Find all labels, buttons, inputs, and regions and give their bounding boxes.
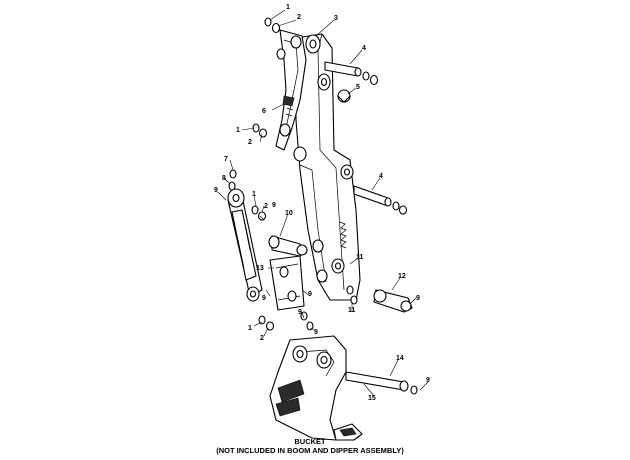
callout-5: 5 — [356, 84, 360, 91]
callout-15: 15 — [368, 395, 376, 402]
boom-section — [275, 29, 307, 151]
bucket-caption: BUCKET (NOT INCLUDED IN BOOM AND DIPPER … — [150, 437, 470, 455]
leader-lines — [217, 9, 429, 397]
pin-middle — [353, 185, 408, 215]
callout-9f: 9 — [298, 309, 302, 316]
callout-7: 7 — [224, 156, 228, 163]
callout-1b: 1 — [236, 127, 240, 134]
callout-9b: 9 — [272, 202, 276, 209]
callout-11b: 11 — [348, 307, 356, 314]
callout-1: 1 — [286, 4, 290, 11]
callout-9c: 9 — [416, 295, 420, 302]
callout-1d: 1 — [248, 325, 252, 332]
callout-9h: 9 — [426, 377, 430, 384]
callout-9g: 9 — [314, 329, 318, 336]
callout-6: 6 — [262, 108, 266, 115]
bracket-13 — [269, 255, 305, 311]
link-12 — [373, 289, 413, 313]
callout-4b: 4 — [379, 173, 383, 180]
caption-note: (NOT INCLUDED IN BOOM AND DIPPER ASSEMBL… — [216, 446, 404, 455]
callout-2c: 2 — [264, 203, 268, 210]
dipper-arm — [293, 33, 361, 301]
callout-1c: 1 — [252, 191, 256, 198]
caption-title: BUCKET — [294, 437, 326, 446]
pin-bucket — [345, 371, 418, 395]
callout-14: 14 — [396, 355, 404, 362]
callout-9d: 9 — [262, 295, 266, 302]
bushing — [337, 89, 351, 103]
bucket — [269, 335, 363, 441]
pin-top — [324, 61, 379, 86]
callout-11a: 11 — [356, 254, 364, 261]
callout-2b: 2 — [248, 139, 252, 146]
callout-3: 3 — [334, 15, 338, 22]
callout-8: 8 — [222, 175, 226, 182]
callout-2d: 2 — [260, 335, 264, 342]
callout-12: 12 — [398, 273, 406, 280]
callout-4: 4 — [362, 45, 366, 52]
callout-labels: 1 2 3 4 5 6 1 2 7 8 9 1 2 9 10 4 11 12 9… — [214, 4, 430, 402]
hardware-stacks — [228, 17, 358, 331]
hydraulic-cylinder — [227, 188, 263, 302]
callout-10: 10 — [285, 210, 293, 217]
link-10 — [268, 235, 308, 257]
callout-9e: 9 — [308, 291, 312, 298]
callout-13: 13 — [256, 265, 264, 272]
callout-2: 2 — [297, 14, 301, 21]
callout-9a: 9 — [214, 187, 218, 194]
